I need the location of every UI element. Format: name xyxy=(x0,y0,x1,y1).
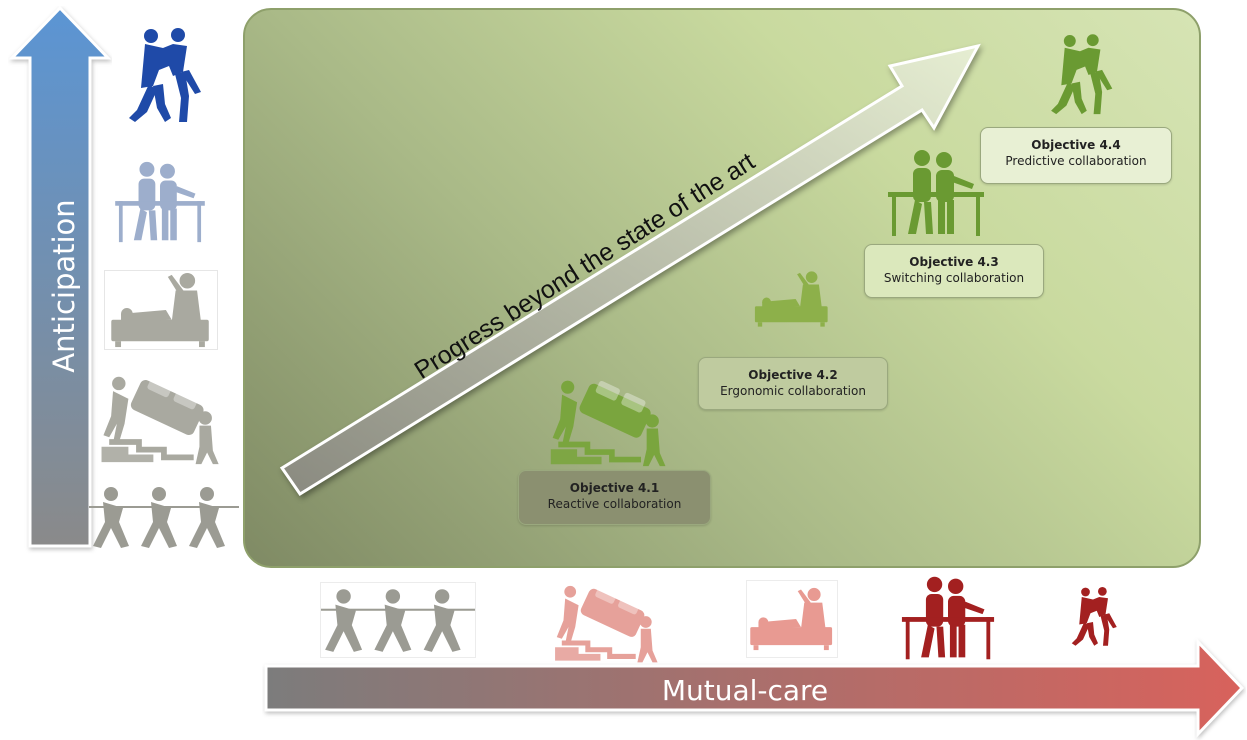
left-icon-sofa-carry xyxy=(96,370,228,466)
objective-4-1-box: Objective 4.1 Reactive collaboration xyxy=(518,470,711,525)
objective-title: Objective 4.4 xyxy=(1031,138,1121,152)
objective-subtitle: Switching collaboration xyxy=(883,271,1025,285)
panel-icon-dancing-couple xyxy=(1046,32,1114,118)
mutual-care-axis-label: Mutual-care xyxy=(661,674,829,707)
objective-subtitle: Ergonomic collaboration xyxy=(720,384,866,398)
objective-4-2-box: Objective 4.2 Ergonomic collaboration xyxy=(698,357,888,410)
anticipation-axis-arrow xyxy=(8,6,112,548)
left-icon-patient-bed xyxy=(104,270,218,350)
progress-arrow xyxy=(279,43,981,497)
mutual-care-axis-arrow xyxy=(264,638,1245,738)
objective-subtitle: Reactive collaboration xyxy=(547,497,682,511)
objective-title: Objective 4.3 xyxy=(909,255,999,269)
panel-icon-rehab-assist xyxy=(886,148,986,238)
objective-title: Objective 4.1 xyxy=(569,481,660,495)
bottom-icon-tug-of-war xyxy=(320,582,476,658)
left-icon-tug-of-war xyxy=(88,482,240,552)
bottom-icon-patient-bed xyxy=(746,580,838,658)
left-icon-dancing-couple xyxy=(122,26,204,126)
panel-icon-sofa-carry xyxy=(546,374,674,468)
left-icon-rehab-assist xyxy=(112,160,208,244)
objective-4-4-box: Objective 4.4 Predictive collaboration xyxy=(980,127,1172,184)
objective-4-3-box: Objective 4.3 Switching collaboration xyxy=(864,244,1044,298)
objective-title: Objective 4.2 xyxy=(748,368,838,382)
objective-subtitle: Predictive collaboration xyxy=(1005,154,1147,168)
panel-icon-patient-bed xyxy=(752,262,832,336)
